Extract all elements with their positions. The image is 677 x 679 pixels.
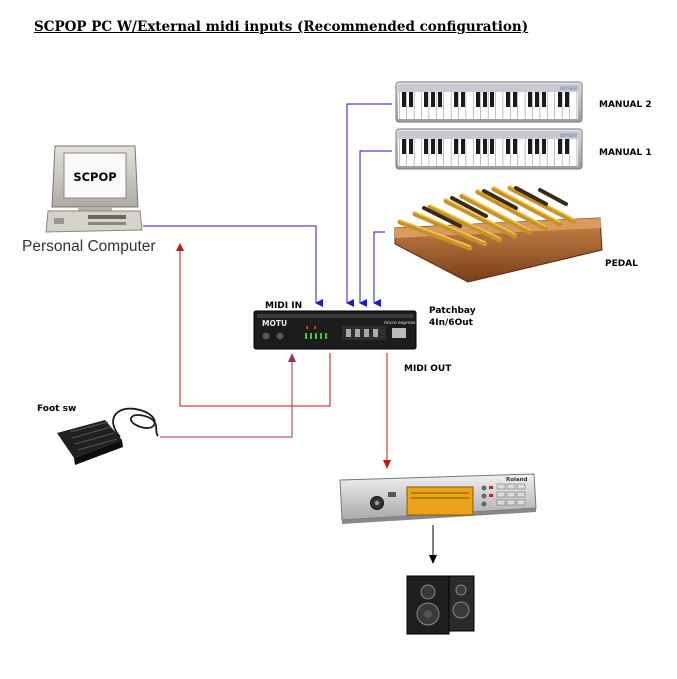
- manual-2-brand: OXYGEN: [560, 86, 577, 91]
- sound-module: Roland: [339, 473, 537, 524]
- foot-switch-label: Foot sw: [37, 404, 77, 414]
- midi-out-connections: [176, 243, 391, 469]
- patchbay-label: Patchbay: [429, 306, 476, 316]
- diagram-title: SCPOP PC W/External midi inputs (Recomme…: [34, 19, 529, 35]
- pedal-board: [394, 185, 603, 283]
- patchbay-io-label: 4In/6Out: [429, 318, 473, 328]
- patchbay: MOTU micro express: [253, 310, 417, 350]
- audio-connection: [429, 525, 437, 564]
- midi-out-label: MIDI OUT: [404, 364, 452, 374]
- patchbay-brand: MOTU: [262, 319, 287, 328]
- personal-computer-label: Personal Computer: [22, 238, 156, 255]
- manual-1-keyboard: OXYGEN: [395, 128, 583, 170]
- pedal-label: PEDAL: [605, 259, 638, 269]
- midi-in-label: MIDI IN: [265, 301, 303, 311]
- manual-1-brand: OXYGEN: [560, 133, 577, 138]
- foot-switch-connection: [160, 353, 296, 438]
- manual-2-keyboard: OXYGEN: [395, 81, 583, 123]
- personal-computer: SCPOP: [45, 145, 143, 233]
- manual-1-label: MANUAL 1: [599, 148, 652, 158]
- sound-module-brand: Roland: [506, 477, 528, 483]
- manual-2-label: MANUAL 2: [599, 100, 652, 110]
- foot-switch: [57, 407, 159, 465]
- monitor-screen-text: SCPOP: [73, 170, 116, 184]
- speakers: [406, 575, 475, 635]
- patchbay-model: micro express: [384, 320, 416, 326]
- midi-in-connections: [143, 103, 392, 307]
